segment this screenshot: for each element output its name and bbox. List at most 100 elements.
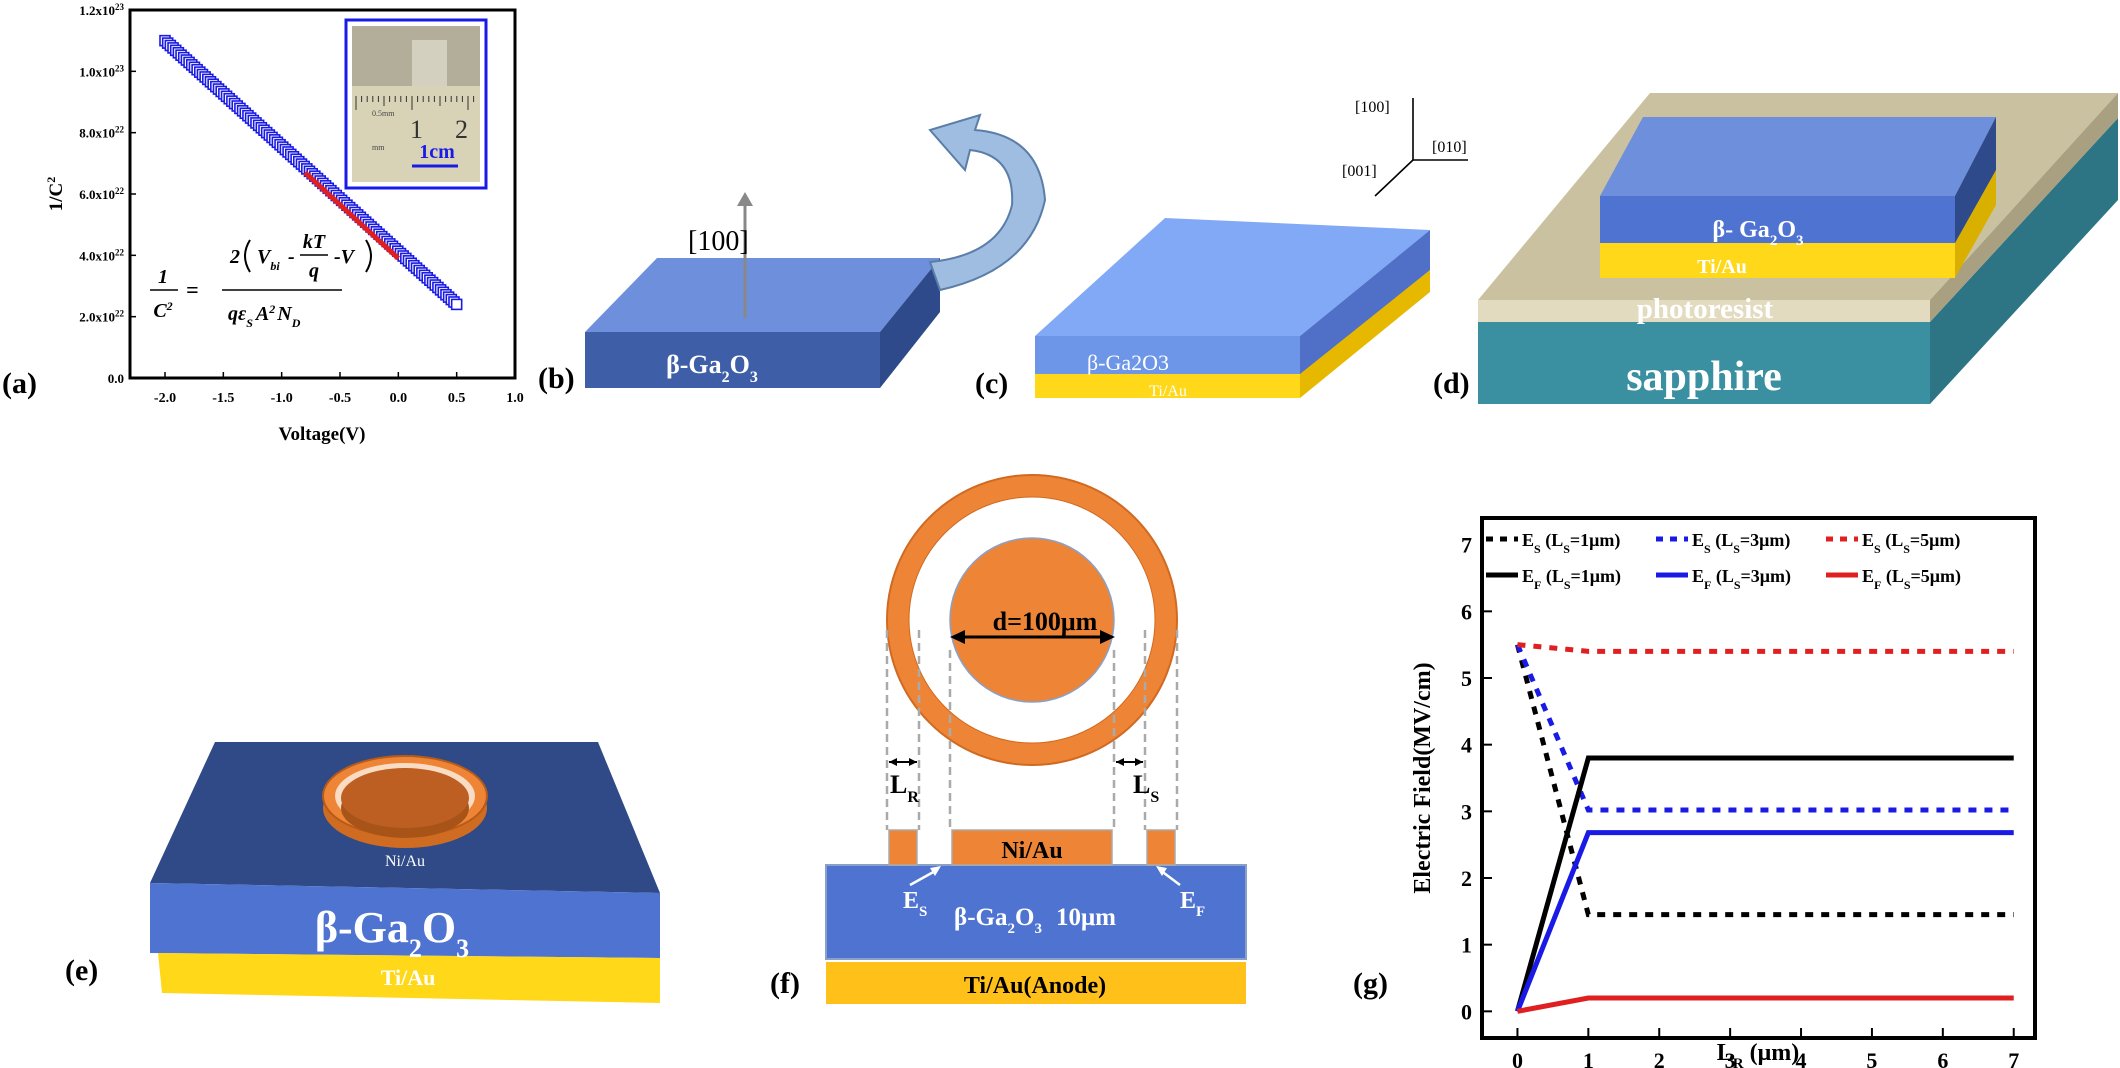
- arrow-head-icon: [737, 192, 753, 206]
- metal-label-tiau-d: Ti/Au: [1697, 256, 1747, 278]
- tiau-layer-side-d: [1955, 170, 1996, 278]
- cross-section-tiau: [826, 962, 1246, 1004]
- y-tick-label: 4.0x1022: [79, 247, 124, 263]
- x-tick-label: 6: [1937, 1048, 1948, 1068]
- y-tick-label: 6.0x1022: [79, 186, 124, 202]
- x-tick-label: -1.5: [212, 391, 234, 406]
- x-tick-label: 1: [1583, 1048, 1594, 1068]
- chart-a-inset-photo: 1 2 0.5mm mm 1cm: [344, 18, 488, 190]
- direction-label-100: [100]: [688, 226, 749, 257]
- series-line: [1515, 644, 2014, 918]
- ls-label: LS: [1133, 770, 1159, 806]
- x-tick-label: 2: [1654, 1048, 1665, 1068]
- ga2o3-slab-front: [585, 332, 880, 388]
- metal-label-tiau-c: Ti/Au: [1149, 383, 1187, 400]
- svg-text:q: q: [309, 260, 319, 282]
- scale-bar-label: 1cm: [419, 141, 455, 163]
- es-label: ES: [903, 888, 927, 920]
- photoresist-label: photoresist: [1637, 293, 1774, 325]
- layer-label-ga2o3-b: β-Ga2O3: [666, 350, 758, 386]
- panel-c: (c) β-Ga2O3 Ti/Au: [975, 218, 1430, 400]
- chart-g-series: [1515, 642, 2014, 1014]
- y-tick-label: 8.0x1022: [79, 125, 124, 141]
- series-line: [1516, 995, 2014, 1014]
- crystal-axes: [1374, 98, 1468, 197]
- svg-text:-V: -V: [334, 246, 356, 268]
- x-tick-label: -1.0: [271, 391, 293, 406]
- photoresist-front: [1478, 300, 1930, 322]
- ga2o3-block-side-d: [1955, 117, 1996, 243]
- x-tick-label: 5: [1866, 1048, 1877, 1068]
- panel-label-f: (f): [770, 967, 800, 1000]
- tiau-layer-e: [158, 953, 660, 1003]
- cross-section-disc: [951, 829, 1113, 866]
- y-tick-label: 1: [1461, 933, 1472, 958]
- svg-text:1: 1: [158, 266, 168, 288]
- tiau-layer-front-c: [1035, 372, 1300, 398]
- contact-label-f: Ni/Au: [1001, 838, 1062, 864]
- ga2o3-block-front-d: [1600, 196, 1955, 243]
- legend-entry: EF (LS=5μm): [1862, 566, 1961, 592]
- axis-label-010: [010]: [1432, 139, 1467, 156]
- fit-line: [303, 170, 401, 261]
- photoresist-side: [1930, 93, 2118, 322]
- y-tick-label: 0.0: [108, 371, 124, 386]
- metal-label-tiau-e: Ti/Au: [381, 965, 436, 990]
- layer-label-ga2o3-e: β-Ga2O3: [315, 903, 469, 963]
- legend-entry: EF (LS=3μm): [1692, 566, 1791, 592]
- contact-label-e: Ni/Au: [385, 853, 425, 870]
- layer-label-ga2o3-c: β-Ga2O3: [1087, 350, 1169, 375]
- y-tick-label: 0: [1461, 999, 1472, 1024]
- panel-label-a: (a): [2, 367, 37, 400]
- x-tick-label: 1.0: [506, 391, 524, 406]
- panel-d: (d) [100] [010] [001] β- Ga2O3 Ti/Au pho…: [1342, 93, 2118, 404]
- svg-text:-: -: [288, 246, 295, 268]
- chart-a-fit-line: [303, 170, 401, 261]
- x-tick-label: 0.0: [390, 391, 408, 406]
- panel-e: (e) Ni/Au β-Ga2O3 Ti/Au: [65, 742, 660, 1003]
- panel-label-d: (d): [1433, 367, 1470, 400]
- chart-a-x-label: Voltage(V): [279, 424, 366, 445]
- ruler-mm-label-1: 0.5mm: [372, 109, 395, 118]
- ga2o3-slab-top: [585, 258, 940, 332]
- x-tick-label: -0.5: [329, 391, 351, 406]
- sapphire-front: [1478, 322, 1930, 404]
- axis-label-001: [001]: [1342, 163, 1377, 180]
- y-tick-label: 7: [1461, 533, 1472, 558]
- axis-label-100: [100]: [1355, 99, 1390, 116]
- ni-au-contact-3d: [322, 755, 488, 848]
- series-line: [1515, 830, 2014, 1013]
- legend-entry: ES (LS=1μm): [1522, 530, 1620, 556]
- anode-label: Ti/Au(Anode): [964, 973, 1106, 999]
- ga2o3-slab-side-c: [1300, 230, 1430, 374]
- chart-a-y-label: 1/C2: [44, 177, 67, 212]
- svg-text:2: 2: [229, 246, 240, 268]
- ruler-number-2: 2: [455, 115, 468, 144]
- series-line: [1515, 643, 2014, 813]
- sapphire-side: [1930, 118, 2118, 404]
- cross-section-ring-right: [1146, 829, 1176, 866]
- y-tick-label: 6: [1461, 599, 1472, 624]
- chart-g-legend: ES (LS=1μm)ES (LS=3μm)ES (LS=5μm)EF (LS=…: [1486, 530, 1961, 592]
- x-tick-label: 3: [1725, 1048, 1736, 1068]
- series-line: [1515, 755, 2014, 1013]
- y-tick-label: 5: [1461, 666, 1472, 691]
- legend-entry: EF (LS=1μm): [1522, 566, 1621, 592]
- center-disc: [949, 537, 1115, 703]
- panel-label-b: (b): [538, 362, 575, 395]
- ga2o3-slab-front-e: [150, 883, 660, 958]
- y-tick-label: 2: [1461, 866, 1472, 891]
- x-tick-label: 0: [1512, 1048, 1523, 1068]
- panel-label-g: (g): [1353, 967, 1388, 1000]
- layer-label-ga2o3-d: β- Ga2O3: [1713, 217, 1804, 249]
- tiau-layer-front-d: [1600, 243, 1955, 278]
- panel-label-e: (e): [65, 954, 98, 987]
- y-tick-label: 3: [1461, 799, 1472, 824]
